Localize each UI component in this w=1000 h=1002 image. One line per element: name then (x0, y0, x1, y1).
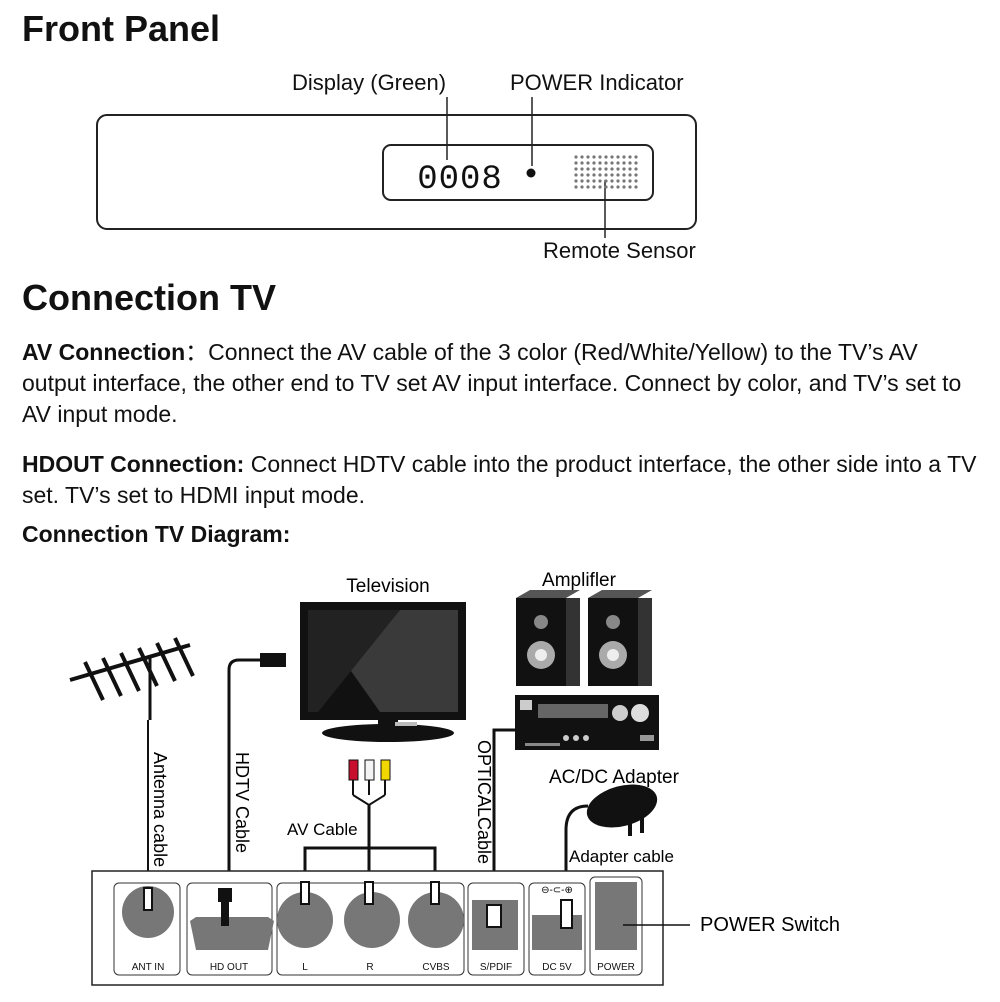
av-separator: ： (185, 339, 209, 365)
l-connector (277, 892, 333, 948)
adapter-cable (564, 804, 589, 912)
hdmi-plug-icon (260, 653, 286, 667)
remote-sensor-label: Remote Sensor (543, 238, 696, 263)
av-connection-text: Connect the AV cable of the 3 color (Red… (22, 339, 962, 427)
av-connection-paragraph: AV Connection：Connect the AV cable of th… (22, 337, 982, 430)
port-label-ant-in: ANT IN (132, 962, 165, 973)
hdout-connection-paragraph: HDOUT Connection: Connect HDTV cable int… (22, 449, 982, 511)
polarity-symbol: ⊖-⊂-⊕ (541, 885, 573, 896)
diagram-heading: Connection TV Diagram: (22, 521, 291, 547)
power-switch-icon (595, 882, 637, 950)
power-indicator-dot (526, 168, 536, 178)
power-adapter-icon (586, 784, 658, 836)
r-connector (344, 892, 400, 948)
hdmi-cable (227, 658, 262, 890)
port-label-l: L (302, 962, 308, 973)
port-label-cvbs: CVBS (422, 962, 450, 973)
connection-diagram: Television Amplifler AC/DC Adapter Adapt… (69, 570, 840, 986)
cvbs-connector (408, 892, 464, 948)
front-panel-heading: Front Panel (22, 8, 221, 49)
hdtv-cable-label: HDTV Cable (232, 752, 252, 853)
amplifier-label: Amplifler (542, 570, 617, 591)
amplifier-icon (515, 695, 659, 750)
hd-out-connector (190, 917, 274, 950)
hdout-connection-text: Connect HDTV cable into the product inte… (22, 451, 977, 508)
antenna-cable-label: Antenna cable (150, 752, 170, 867)
display-digits: 0008 (417, 161, 503, 199)
power-indicator-label: POWER Indicator (510, 70, 684, 95)
ant-in-connector (122, 886, 174, 938)
connection-heading: Connection TV (22, 277, 276, 318)
port-label-power: POWER (597, 962, 635, 973)
speaker-icon-right (588, 590, 652, 686)
speaker-icon-left (516, 590, 580, 686)
optical-cable (492, 728, 523, 912)
remote-sensor-grid (574, 155, 638, 189)
rca-plugs-icon (348, 759, 391, 807)
optical-cable-label: OPTICALCable (474, 740, 494, 864)
display-label: Display (Green) (292, 70, 447, 95)
television-label: Television (346, 576, 429, 597)
dc5v-connector (532, 915, 582, 950)
front-panel-drawing: 0008 (96, 97, 697, 238)
acdc-adapter-label: AC/DC Adapter (549, 767, 680, 788)
power-switch-label: POWER Switch (700, 914, 840, 936)
television-icon (300, 602, 466, 742)
port-label-dc5v: DC 5V (542, 962, 572, 973)
hdout-connection-title: HDOUT Connection: (22, 451, 245, 477)
av-cable-label: AV Cable (287, 820, 358, 839)
port-label-hd-out: HD OUT (210, 962, 248, 973)
port-label-r: R (366, 962, 373, 973)
adapter-cable-label: Adapter cable (569, 847, 674, 866)
port-label-spdif: S/PDIF (480, 962, 512, 973)
av-connection-title: AV Connection (22, 339, 186, 365)
antenna-icon (69, 637, 195, 720)
